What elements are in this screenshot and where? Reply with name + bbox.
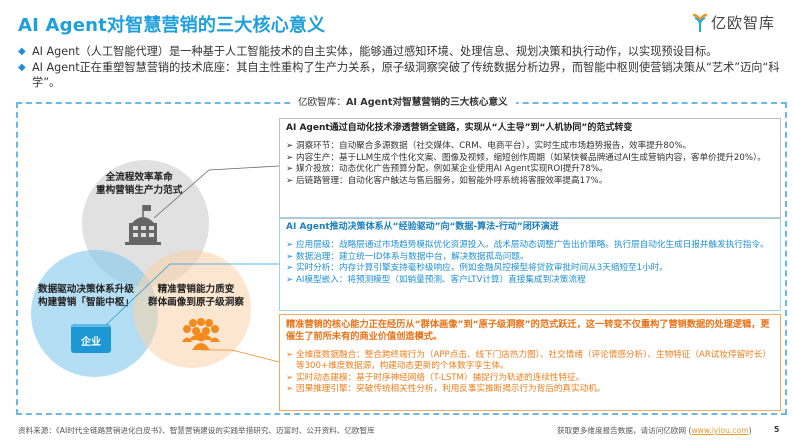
building-icon (125, 205, 161, 245)
diamond-bullet-icon: ◆ (18, 46, 26, 57)
source-note: 资料来源：《AI时代全链路营销进化白皮书》、智慧营销建设的实践举措研究、迈富时、… (18, 426, 375, 435)
label-line: 构建营销「智能中枢」 (38, 297, 134, 308)
box-item: ➢后链路管理：自动化客户触达与售后服务，如智能外呼系统将客服效率提高17%。 (286, 176, 774, 187)
box-item: ➢洞察环节：自动聚合多源数据（社交媒体、CRM、电商平台），实时生成市场趋势报告… (286, 141, 774, 152)
bullet-text: AI Agent正在重塑智慧营销的技术底座：其自主性重构了生产力关系，原子级洞察… (32, 61, 780, 89)
arrow-bullet-icon: ➢ (286, 175, 294, 186)
box-item: ➢内容生产：基于LLM生成个性化文案、图像及视频，缩短创作周期（如某快餐品牌通过… (286, 153, 774, 164)
arrow-bullet-icon: ➢ (286, 274, 294, 285)
box-decision: AI Agent推动决策体系从“经验驱动”向“数据-算法-行动”闭环演进 ➢应用… (279, 217, 781, 311)
box-item-text: 因果推理引擎：突破传统相关性分析，利用反事实推断揭示行为背后的真实动机。 (296, 384, 606, 395)
logo-mark-icon (692, 13, 708, 32)
enterprise-icon-label: 企业 (81, 336, 101, 348)
box-item: ➢AI模型嵌入：将预测模型（如销量预测、客户LTV计算）直接集成到决策流程 (286, 275, 774, 286)
label-line: 精准营销能力质变 (157, 284, 235, 295)
website-link[interactable]: www.iyiou.com (691, 426, 749, 435)
diagram-title-main: AI Agent对智慧营销的三大核心意义 (345, 97, 508, 108)
arrow-bullet-icon: ➢ (286, 263, 294, 274)
intro-bullet: ◆ AI Agent（人工智能代理）是一种基于人工智能技术的自主实体，能够通过感… (18, 44, 788, 59)
box-precision: 精准营销的核心能力正在经历从“群体画像”到“原子级洞察”的范式跃迁，这一转变不仅… (279, 314, 781, 411)
box-item: ➢全维度数据融合：整合跨终端行为（APP点击、线下门店热力图）、社交情绪（评论情… (286, 350, 774, 373)
box-efficiency: AI Agent通过自动化技术渗透营销全链路，实现从“人主导”到“人机协同”的范… (279, 118, 781, 219)
brand-logo: 亿欧智库 (692, 12, 775, 33)
box-item: ➢数据治理：建立统一ID体系与数据中台，解决数据孤岛问题。 (286, 252, 774, 263)
label-decision: 数据驱动决策体系升级 构建营销「智能中枢」 (38, 283, 134, 309)
box-item-text: 洞察环节：自动聚合多源数据（社交媒体、CRM、电商平台），实时生成市场趋势报告，… (296, 141, 692, 152)
page-number: 5 (774, 425, 780, 434)
arrow-bullet-icon: ➢ (286, 240, 294, 251)
arrow-bullet-icon: ➢ (286, 152, 294, 163)
footer-cta: 获取更多维度报告数据，请访问亿欧网 (www.iyiou.com) (557, 425, 752, 436)
logo-text: 亿欧智库 (711, 14, 776, 32)
people-group-icon (182, 318, 220, 350)
box-item-text: 应用层级：战略层通过市场趋势模拟优化资源投入。战术层动态调整广告出价策略。执行层… (296, 240, 769, 251)
arrow-bullet-icon: ➢ (286, 251, 294, 262)
arrow-bullet-icon: ➢ (286, 350, 294, 360)
box-item-text: 实时分析：内存计算引擎支持毫秒级响应，例如金融风控模型将贷款审批时间从3天缩短至… (296, 263, 668, 274)
box-item-text: 实时动态建模：基于时序神经网络（T-LSTM）捕捉行为轨迹的连续性特征。 (296, 372, 585, 383)
box-item-text: 全维度数据融合：整合跨终端行为（APP点击、线下门店热力图）、社交情绪（评论情感… (296, 350, 771, 372)
intro-bullets: ◆ AI Agent（人工智能代理）是一种基于人工智能技术的自主实体，能够通过感… (18, 44, 788, 91)
cta-suffix: ) (748, 426, 752, 435)
box-item: ➢实时分析：内存计算引擎支持毫秒级响应，例如金融风控模型将贷款审批时间从3天缩短… (286, 263, 774, 274)
label-efficiency: 全流程效率革命 重构营销生产力范式 (96, 171, 182, 197)
box-item-text: 数据治理：建立统一ID体系与数据中台，解决数据孤岛问题。 (296, 251, 529, 262)
arrow-bullet-icon: ➢ (286, 384, 294, 395)
bullet-text: AI Agent（人工智能代理）是一种基于人工智能技术的自主实体，能够通过感知环… (32, 45, 718, 58)
intro-bullet: ◆ AI Agent正在重塑智慧营销的技术底座：其自主性重构了生产力关系，原子级… (18, 60, 788, 90)
box-heading: AI Agent推动决策体系从“经验驱动”向“数据-算法-行动”闭环演进 (286, 222, 559, 232)
box-item-text: 内容生产：基于LLM生成个性化文案、图像及视频，缩短创作周期（如某快餐品牌通过A… (296, 152, 766, 163)
label-line: 群体画像到原子级洞察 (148, 297, 244, 308)
label-line: 数据驱动决策体系升级 (38, 284, 134, 295)
arrow-bullet-icon: ➢ (286, 164, 294, 175)
arrow-bullet-icon: ➢ (286, 372, 294, 383)
diagram-title: 亿欧智库：AI Agent对智慧营销的三大核心意义 (290, 94, 516, 108)
diamond-bullet-icon: ◆ (18, 62, 26, 73)
box-item: ➢实时动态建模：基于时序神经网络（T-LSTM）捕捉行为轨迹的连续性特征。 (286, 373, 774, 384)
box-item-text: AI模型嵌入：将预测模型（如销量预测、客户LTV计算）直接集成到决策流程 (296, 274, 586, 285)
arrow-bullet-icon: ➢ (286, 141, 294, 152)
label-precision: 精准营销能力质变 群体画像到原子级洞察 (148, 283, 244, 309)
box-item: ➢因果推理引擎：突破传统相关性分析，利用反事实推断揭示行为背后的真实动机。 (286, 384, 774, 395)
diagram-title-prefix: 亿欧智库： (298, 97, 346, 108)
box-item-text: 媒介投放：动态优化广告预算分配，例如某企业使用AI Agent实现ROI提升78… (296, 164, 608, 175)
label-line: 全流程效率革命 (105, 172, 173, 183)
page-title: AI Agent对智慧营销的三大核心意义 (18, 15, 326, 36)
cta-text: 获取更多维度报告数据，请访问亿欧网 ( (557, 426, 692, 435)
box-heading: 精准营销的核心能力正在经历从“群体画像”到“原子级洞察”的范式跃迁，这一转变不仅… (286, 319, 770, 342)
label-line: 重构营销生产力范式 (96, 185, 183, 196)
box-item-text: 后链路管理：自动化客户触达与售后服务，如智能外呼系统将客服效率提高17%。 (296, 175, 608, 186)
box-item: ➢媒介投放：动态优化广告预算分配，例如某企业使用AI Agent实现ROI提升7… (286, 164, 774, 175)
box-heading: AI Agent通过自动化技术渗透营销全链路，实现从“人主导”到“人机协同”的范… (286, 123, 633, 133)
enterprise-icon: 企业 (71, 324, 111, 353)
circle-precision (133, 250, 251, 368)
box-item: ➢应用层级：战略层通过市场趋势模拟优化资源投入。战术层动态调整广告出价策略。执行… (286, 240, 774, 251)
